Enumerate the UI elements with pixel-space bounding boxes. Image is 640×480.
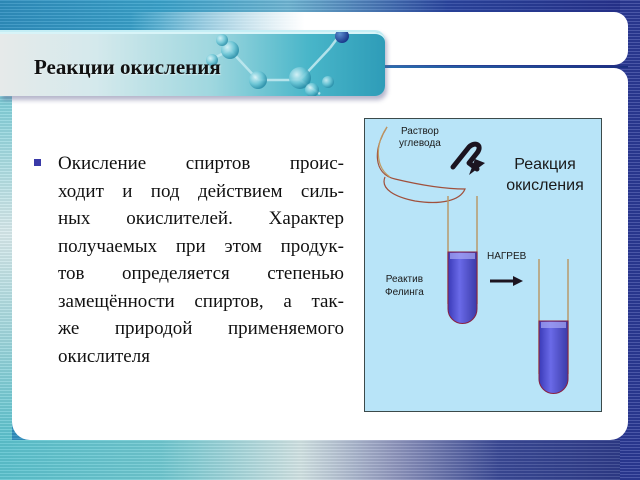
label-fehling-reagent: Реактив Фелинга bbox=[385, 273, 424, 299]
bullet-item: Окисление спиртов проис- ходит и под дей… bbox=[32, 150, 344, 370]
title-banner bbox=[0, 30, 385, 96]
slide-title: Реакции окисления bbox=[34, 55, 221, 79]
bullet-text: Окисление спиртов проис- ходит и под дей… bbox=[58, 150, 344, 370]
slide-left-band bbox=[0, 96, 12, 440]
bullet-line: ных окислителей. Характер bbox=[58, 208, 344, 229]
curved-arrow-icon bbox=[450, 141, 485, 175]
label-oxidation-reaction: Реакция окисления bbox=[495, 154, 595, 196]
illustration-drawing bbox=[376, 126, 569, 394]
fehling-reaction-illustration: Раствор углевода Реакция окисления Реакт… bbox=[364, 118, 602, 412]
label-line: Реактив bbox=[385, 274, 424, 285]
bullet-list: Окисление спиртов проис- ходит и под дей… bbox=[32, 150, 344, 370]
bullet-line: тов определяется степенью bbox=[58, 263, 344, 284]
bullet-line: ходит и под действием силь- bbox=[58, 180, 344, 202]
label-line: Фелинга bbox=[385, 287, 424, 298]
label-heating: НАГРЕВ bbox=[487, 251, 527, 262]
test-tube-after bbox=[538, 259, 569, 394]
bullet-line: окислителя bbox=[58, 345, 150, 367]
label-carbohydrate-solution: Раствор углевода bbox=[399, 126, 441, 150]
test-tube-before bbox=[447, 196, 478, 324]
bullet-line: же природой применяемого bbox=[58, 318, 344, 339]
label-line: углевода bbox=[399, 138, 441, 149]
square-bullet-icon bbox=[34, 159, 41, 166]
pipette-icon bbox=[376, 126, 466, 204]
label-line: Реакция bbox=[514, 156, 576, 173]
header-divider bbox=[380, 66, 628, 68]
bullet-line: замещённости спиртов, а так- bbox=[58, 290, 344, 312]
bullet-line: получаемых при этом продук- bbox=[58, 235, 344, 257]
label-line: Раствор bbox=[400, 126, 439, 137]
molecule-icon bbox=[206, 32, 349, 96]
bullet-line: Окисление спиртов проис- bbox=[58, 153, 344, 174]
label-line: окисления bbox=[506, 177, 584, 194]
right-arrow-icon bbox=[490, 276, 523, 286]
slide-footer-band bbox=[0, 440, 640, 480]
